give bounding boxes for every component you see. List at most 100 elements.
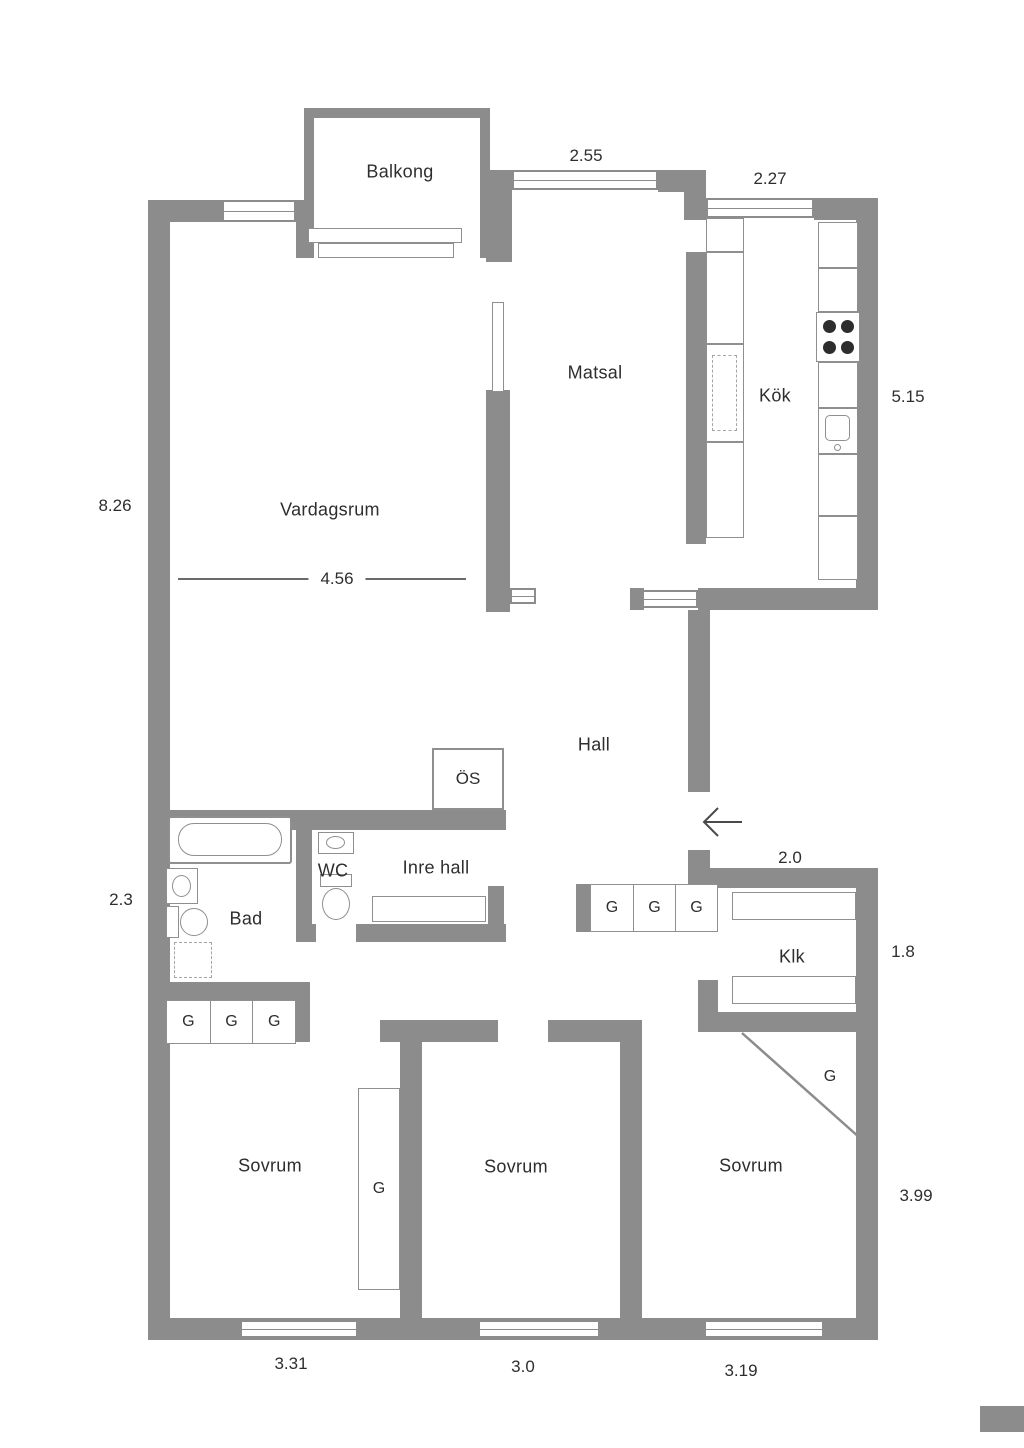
wall-bedroom-divider-1 (400, 1030, 422, 1318)
burner-icon (841, 320, 854, 333)
watermark-block (980, 1406, 1024, 1432)
wall-hall-wardrobe-stub (576, 884, 590, 932)
wardrobe-cell: G (252, 1001, 295, 1043)
kitchen-cabinet (706, 442, 744, 538)
dim-klk-width: 2.0 (778, 848, 802, 867)
balcony-wall-right (480, 108, 490, 258)
kitchen-sink (818, 408, 858, 454)
wardrobe-cell: G (675, 885, 717, 931)
wall-top-mid-step (684, 190, 706, 220)
dim-left-upper: 8.26 (98, 496, 132, 515)
kitchen-cabinet (706, 218, 744, 252)
window-kitchen (706, 198, 814, 218)
dim-vardagsrum-width: 4.56 (308, 569, 366, 589)
kitchen-counter (818, 454, 858, 516)
wardrobe-cell: G (605, 899, 619, 916)
room-label-hall: Hall (577, 734, 611, 755)
window-matsal (512, 170, 658, 190)
room-label-wc: WC (317, 860, 349, 881)
kitchen-counter (818, 362, 858, 408)
kitchen-cabinet (706, 344, 744, 442)
wall-bedroom-top-a (380, 1020, 498, 1042)
toilet-tank-icon (320, 874, 352, 887)
fireplace-os: ÖS (432, 748, 504, 810)
room-label-sovrum-3: Sovrum (719, 1155, 783, 1176)
dim-sovrum1-window: 3.31 (274, 1354, 308, 1373)
wall-inrehall-bottom-a (296, 924, 316, 942)
dim-sovrum2-window: 3.0 (511, 1357, 535, 1376)
bad-wardrobes: G G G (166, 1000, 296, 1044)
dim-bedroom-right: 3.99 (899, 1186, 933, 1205)
room-label-sovrum-2: Sovrum (484, 1156, 548, 1177)
dim-top-window: 2.55 (569, 146, 603, 165)
dim-sovrum3-window: 3.19 (724, 1361, 758, 1380)
center-wall-vent (510, 588, 536, 604)
wall-center-divider (486, 390, 510, 612)
room-label-klk: Klk (779, 946, 805, 967)
wall-hall-right-upper (688, 610, 710, 792)
room-label-vardagsrum: Vardagsrum (280, 499, 380, 520)
burner-icon (823, 341, 836, 354)
wardrobe-cell: G (182, 1013, 195, 1030)
wall-left (148, 200, 170, 1340)
kitchen-cabinet (706, 252, 744, 344)
wall-kitchen-bottom (698, 588, 878, 610)
wall-bedroom-top-b (548, 1020, 642, 1042)
wall-klk-bottom (698, 1012, 878, 1032)
wall-top-left (148, 200, 222, 222)
balcony-door (308, 228, 462, 243)
corner-wardrobe-line (741, 1032, 861, 1139)
wall-kitchen-left (686, 252, 706, 544)
fireplace-label: ÖS (455, 769, 481, 788)
cabinet-dashed-icon (712, 355, 737, 431)
wall-top-mid (658, 170, 706, 192)
bathtub (168, 816, 292, 864)
burner-icon (841, 341, 854, 354)
bathtub-basin-icon (178, 823, 282, 856)
sink-basin-icon (326, 836, 345, 849)
window-top-left (222, 200, 296, 222)
room-label-kok: Kök (759, 385, 791, 406)
dim-kitchen-right: 5.15 (891, 387, 925, 406)
toilet-tank-icon (166, 906, 179, 938)
closet-rail (732, 976, 856, 1004)
wall-inrehall-bottom-b (356, 924, 506, 942)
hall-bench (372, 896, 486, 922)
kitchen-counter (818, 516, 858, 580)
balcony-wall-left (304, 108, 314, 258)
closet-rail (732, 892, 856, 920)
wardrobe-cell: G (372, 1180, 386, 1197)
faucet-icon (834, 444, 841, 451)
toilet-bowl-icon (180, 908, 208, 936)
dim-kitchen-window: 2.27 (753, 169, 787, 188)
balcony-door (318, 243, 454, 258)
kitchen-counter (818, 268, 858, 312)
room-label-bad: Bad (229, 908, 263, 929)
toilet-bowl-icon (322, 888, 350, 920)
sovrum1-wardrobe: G (358, 1088, 400, 1290)
wardrobe-cell: G (209, 1001, 253, 1043)
entrance-arrow-icon (702, 807, 742, 837)
kitchen-pass-through (642, 590, 698, 608)
chimney-flue (492, 302, 504, 392)
room-label-inre-hall: Inre hall (402, 857, 470, 878)
kitchen-counter (818, 222, 858, 268)
room-label-balkong: Balkong (366, 161, 434, 182)
wall-bad-bottom (148, 982, 298, 1002)
window-sovrum2 (478, 1320, 600, 1338)
room-label-matsal: Matsal (567, 362, 623, 383)
wall-right-upper (856, 198, 878, 610)
burner-icon (823, 320, 836, 333)
room-label-sovrum-1: Sovrum (238, 1155, 302, 1176)
wall-top-right (814, 198, 878, 220)
wall-bad-wc (296, 810, 312, 942)
dim-left-lower: 2.3 (109, 890, 133, 909)
wall-right-lower (856, 870, 878, 1340)
sink-basin-icon (172, 875, 191, 897)
wall-inrehall-top (296, 810, 506, 830)
wall-klk-left-stub (698, 980, 718, 1032)
wardrobe-cell: G (633, 885, 675, 931)
shower-area (174, 942, 212, 978)
wall-balcony-corner (486, 170, 512, 262)
